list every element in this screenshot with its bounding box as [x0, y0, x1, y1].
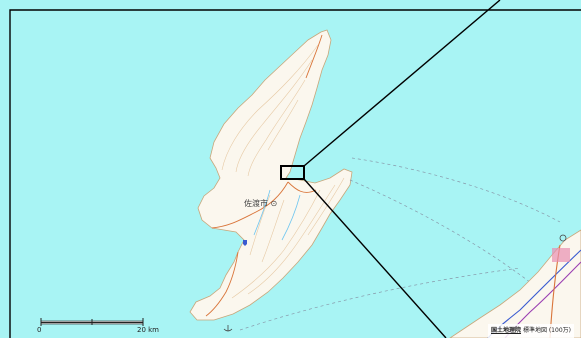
scale-start-label: 0 [37, 326, 42, 334]
scale-end-label: 20 km [137, 326, 160, 334]
city-area [552, 248, 570, 262]
map-attribution[interactable]: 国土地理院 標準地図 (100万) [488, 324, 574, 338]
ferry-routes [239, 157, 561, 331]
leader-line-top [303, 0, 501, 167]
leader-line-bottom [303, 178, 447, 338]
route-shield-icon [243, 240, 247, 246]
harbor-icon [223, 325, 233, 332]
map-frame [9, 9, 581, 338]
roads [205, 34, 323, 317]
attribution-text: 標準地図 (100万) [522, 327, 571, 334]
rivers [253, 189, 301, 241]
scale-bar [40, 318, 144, 326]
zoom-extent-box[interactable] [280, 165, 305, 180]
sado-island [189, 29, 353, 321]
attribution-brand[interactable]: 国土地理院 [491, 327, 522, 334]
compass-icon [559, 234, 567, 242]
town-label: 佐渡市 ⊙ [244, 199, 278, 208]
city-hall-icon: ⊙ [268, 199, 278, 208]
